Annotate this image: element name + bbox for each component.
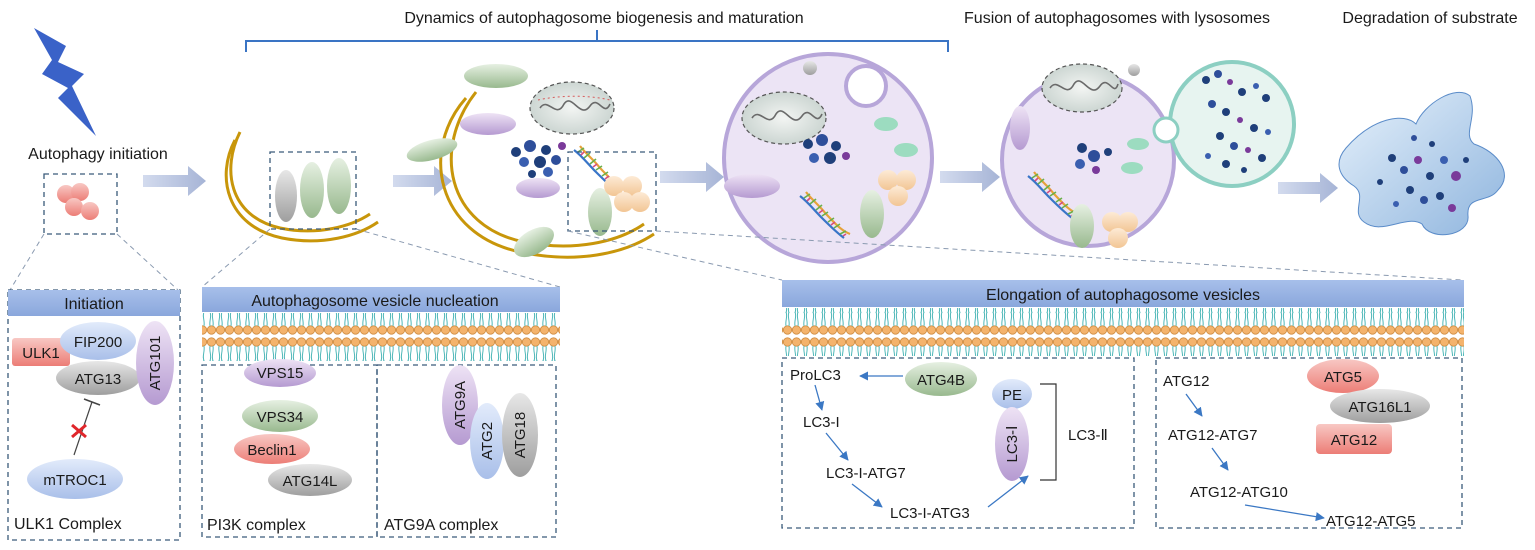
flow-arrow — [143, 166, 206, 196]
protein-ulk1: ULK1 — [22, 345, 60, 362]
protein-vps34: VPS34 — [257, 409, 304, 426]
protein-fip200: FIP200 — [74, 334, 122, 351]
protein-atg101: ATG101 — [147, 336, 164, 391]
elongation-box — [567, 151, 657, 232]
guide-line — [201, 228, 561, 288]
phagophore-early — [224, 131, 379, 243]
elongation-title: Elongation of autophagosome vesicles — [986, 287, 1260, 304]
guide-line — [9, 233, 179, 291]
flow-arrow — [1278, 173, 1338, 203]
protein-atg12-box: ATG12 — [1331, 432, 1377, 449]
membrane-bilayer — [782, 308, 1464, 356]
protein-atg13: ATG13 — [75, 371, 121, 388]
lc3-i-vertical: LC3-Ⅰ — [1004, 426, 1021, 463]
initiation-panel: Initiation ULK1 FIP200 ATG13 ATG101 mTRO… — [7, 289, 181, 541]
protein-atg5: ATG5 — [1324, 369, 1362, 386]
atg9a-complex-caption: ATG9A complex — [384, 517, 498, 534]
membrane-bilayer — [202, 313, 560, 361]
bracket — [245, 30, 949, 52]
atg12-atg7: ATG12-ATG7 — [1168, 427, 1257, 444]
lc3-prolc3: ProLC3 — [790, 367, 841, 384]
atg12-atg5: ATG12-ATG5 — [1326, 513, 1415, 530]
flow-arrow — [393, 166, 452, 196]
lc3-pe: PE — [1002, 387, 1022, 404]
stage-label-dynamics: Dynamics of autophagosome biogenesis and… — [404, 10, 803, 27]
protein-atg16l1: ATG16L1 — [1348, 399, 1411, 416]
stage-label-degradation: Degradation of substrate — [1342, 10, 1517, 27]
protein-mtroc1: mTROC1 — [43, 472, 106, 489]
flow-arrow — [660, 162, 724, 192]
atg12-start: ATG12 — [1163, 373, 1209, 390]
phagophore-elongating — [406, 64, 655, 259]
lc3-ii: LC3-Ⅱ — [1068, 427, 1108, 444]
degraded-substrate — [1338, 91, 1505, 236]
guide-line — [567, 230, 1463, 281]
protein-atg9a: ATG9A — [452, 381, 469, 429]
pi3k-caption: PI3K complex — [207, 517, 306, 534]
lc3-i-atg7: LC3-I-ATG7 — [826, 465, 906, 482]
protein-vps15: VPS15 — [257, 365, 304, 382]
nucleation-title: Autophagosome vesicle nucleation — [251, 293, 498, 310]
stage-label-fusion: Fusion of autophagosomes with lysosomes — [964, 10, 1270, 27]
elongation-panel: Elongation of autophagosome vesicles Pro… — [781, 280, 1464, 530]
flow-arrow — [940, 162, 1000, 192]
atg12-atg10: ATG12-ATG10 — [1190, 484, 1288, 501]
autolysosome — [1000, 60, 1296, 248]
lc3-i-atg3: LC3-I-ATG3 — [890, 505, 970, 522]
initiation-box — [43, 173, 118, 235]
initiation-label: Autophagy initiation — [28, 146, 168, 163]
protein-atg4b: ATG4B — [917, 372, 965, 389]
protein-atg14l: ATG14L — [283, 473, 338, 490]
protein-atg18: ATG18 — [512, 412, 529, 458]
autophagosome — [722, 52, 934, 264]
nucleation-panel: Autophagosome vesicle nucleation VPS15 V… — [201, 287, 560, 538]
lightning-icon — [34, 28, 96, 136]
lc3-i: LC3-I — [803, 414, 840, 431]
ulk1-complex-caption: ULK1 Complex — [14, 516, 122, 533]
protein-cluster — [57, 183, 99, 220]
protein-atg2: ATG2 — [479, 422, 496, 460]
initiation-title: Initiation — [64, 296, 124, 313]
protein-beclin1: Beclin1 — [247, 442, 296, 459]
